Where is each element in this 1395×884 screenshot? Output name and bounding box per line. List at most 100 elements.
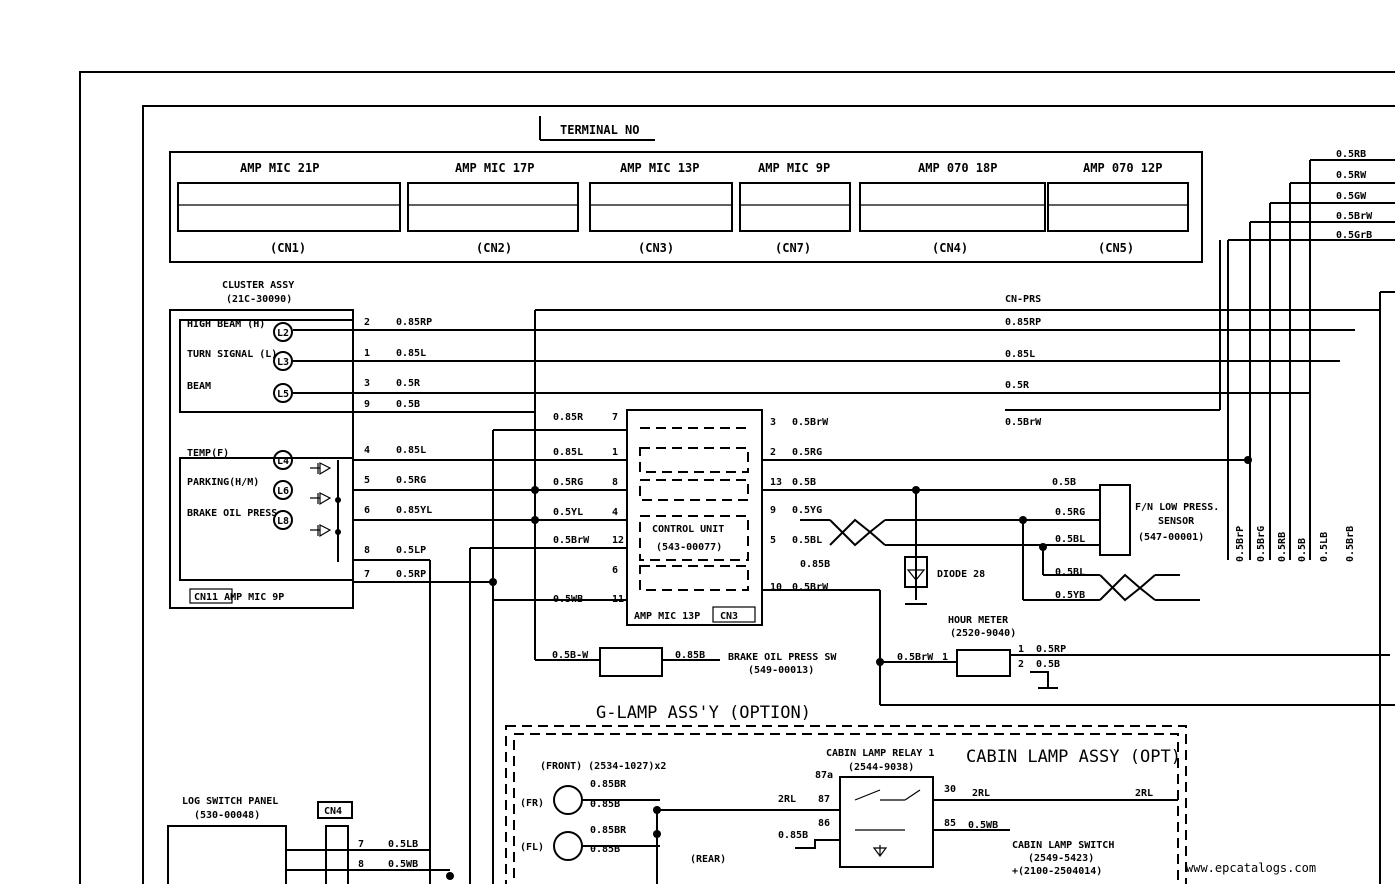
cluster-pin-wire: 0.5LP <box>396 545 426 556</box>
vertical-wire-label: 0.5LB <box>1319 532 1330 562</box>
g-lamp-wire: 0.85BR <box>590 779 627 790</box>
right-wire: 0.5RB <box>1336 149 1366 160</box>
cabin-relay-box <box>839 776 934 868</box>
connector-panel <box>169 151 1203 263</box>
fn-sensor-wire: 0.5B <box>1052 477 1076 488</box>
lamp-id: L3 <box>277 357 289 368</box>
cluster-pin-number: 5 <box>364 475 370 486</box>
log-pin: 8 <box>358 859 364 870</box>
cu-left-pin: 6 <box>612 565 618 576</box>
lamp-icon <box>273 383 293 403</box>
connector-cn1: AMP MIC 21P (CN1) <box>177 161 401 255</box>
cluster-pin-number: 7 <box>364 569 370 580</box>
hour-meter-out: 0.5RP <box>1036 644 1066 655</box>
log-panel-part: (530-00048) <box>194 810 260 821</box>
control-unit-box <box>626 409 763 626</box>
cluster-pin-number: 6 <box>364 505 370 516</box>
cu-left-wire: 0.5RG <box>553 477 583 488</box>
lamp-icon <box>273 351 293 371</box>
vertical-wire-label: 0.5RB <box>1277 532 1288 562</box>
cu-right-wire: 0.5RG <box>792 447 822 458</box>
cu-right-pin: 10 <box>770 582 782 593</box>
cluster-pin-number: 4 <box>364 445 370 456</box>
log-panel-title: LOG SWITCH PANEL <box>182 796 278 807</box>
brake-switch-label: BRAKE OIL PRESS SW <box>728 652 837 663</box>
g-lamp-front: (FRONT) (2534-1027)x2 <box>540 761 666 772</box>
lamp-label: BEAM <box>187 381 211 392</box>
g-lamp-box <box>505 725 1187 884</box>
connector-title: AMP MIC 13P <box>620 161 699 175</box>
right-wire: 0.5GW <box>1336 191 1367 202</box>
cluster-pin-wire: 0.85YL <box>396 505 432 516</box>
bus-header: CN-PRS <box>1005 294 1041 305</box>
cu-right-pin: 13 <box>770 477 782 488</box>
control-unit-part: (543-00077) <box>656 542 722 553</box>
log-panel-connector-label: CN4 <box>324 806 342 817</box>
cu-right-wire: 0.5BL <box>792 535 822 546</box>
cluster-pin-wire: 0.5RG <box>396 475 426 486</box>
cluster-lamps: L2 L3 L5 L4 L6 L8 <box>273 322 293 530</box>
cabin-relay-part: (2544-9038) <box>848 762 914 773</box>
cabin-switch-part2: +(2100-2504014) <box>1012 866 1102 877</box>
log-panel-connector <box>317 801 353 819</box>
relay-wire: 2RL <box>1135 788 1153 799</box>
cu-left-pin: 4 <box>612 507 618 518</box>
cluster-pin-number: 1 <box>364 348 370 359</box>
connector-cn4: AMP 070 18P (CN4) <box>859 161 1046 255</box>
diode-label: DIODE 28 <box>937 569 985 580</box>
connector-code: (CN3) <box>638 241 674 255</box>
right-wire: 0.5BrW <box>1336 211 1373 222</box>
cluster-connector-label: CN11 AMP MIC 9P <box>194 592 284 603</box>
hour-meter-label: HOUR METER <box>948 615 1009 626</box>
connector-title: AMP MIC 21P <box>240 161 319 175</box>
cabin-switch: CABIN LAMP SWITCH <box>1012 840 1114 851</box>
connector-code: (CN2) <box>476 241 512 255</box>
connector-cn7: AMP MIC 9P (CN7) <box>739 161 851 255</box>
connector-title: AMP MIC 9P <box>758 161 830 175</box>
bus-lines: CN-PRS 0.85RP 0.85L 0.5R 0.5BrW <box>293 294 1380 660</box>
lamp-label: TEMP(F) <box>187 448 229 459</box>
lamp-id: L6 <box>277 486 289 497</box>
relay-pin: 85 <box>944 818 956 829</box>
log-panel-box <box>167 825 287 884</box>
vertical-wire-label: 0.5BrP <box>1235 526 1246 562</box>
hour-meter-wire: 0.5BrW <box>897 652 934 663</box>
front-lamp-icon <box>553 831 583 861</box>
right-wire: 0.5GrB <box>1336 230 1372 241</box>
g-lamp-wire: 0.85BR <box>590 825 627 836</box>
vertical-wire-label: 0.5BrB <box>1345 526 1356 562</box>
fn-sensor-wire: 0.5BL <box>1055 534 1085 545</box>
lamp-icon <box>273 450 293 470</box>
cu-right-wire: 0.5B <box>792 477 816 488</box>
cluster-pin-number: 9 <box>364 399 370 410</box>
relay-pin: 87a <box>815 770 833 781</box>
cu-right-wire: 0.5BrW <box>792 582 829 593</box>
cluster-pin-wire: 0.85RP <box>396 317 432 328</box>
hour-meter-pin: 1 <box>942 652 948 663</box>
cu-left-wire: 0.5BrW <box>553 535 590 546</box>
relay-pin: 86 <box>818 818 830 829</box>
g-lamp-wire: 0.85B <box>590 844 620 855</box>
lamp-id: L8 <box>277 516 289 527</box>
cu-left-wire: 0.85R <box>553 412 584 423</box>
relay-wire: 0.5WB <box>968 820 998 831</box>
relay-wire: 0.85B <box>778 830 808 841</box>
cluster-pin-wire: 0.5RP <box>396 569 426 580</box>
connector-group: AMP MIC 21P (CN1) AMP MIC 17P (CN2) AMP … <box>177 161 1189 255</box>
front-lamp-icon <box>553 785 583 815</box>
lamp-label: PARKING(H/M) <box>187 477 259 488</box>
relay-pin: 87 <box>818 794 830 805</box>
cu-right-wire: 0.5BrW <box>792 417 829 428</box>
cu-right-pin: 5 <box>770 535 776 546</box>
cu-right-pin: 9 <box>770 505 776 516</box>
hour-meter-part: (2520-9040) <box>950 628 1016 639</box>
cu-left-pin: 1 <box>612 447 618 458</box>
lamp-label: BRAKE OIL PRESS <box>187 508 277 519</box>
g-lamp-lamp: (FR) <box>520 798 544 809</box>
crossing-wire: 0.5BL <box>1055 567 1085 578</box>
cluster-pin-wire: 0.5R <box>396 378 421 389</box>
lamp-id: L4 <box>277 456 289 467</box>
hour-meter-pin: 2 <box>1018 659 1024 670</box>
lamp-id: L2 <box>277 328 289 339</box>
